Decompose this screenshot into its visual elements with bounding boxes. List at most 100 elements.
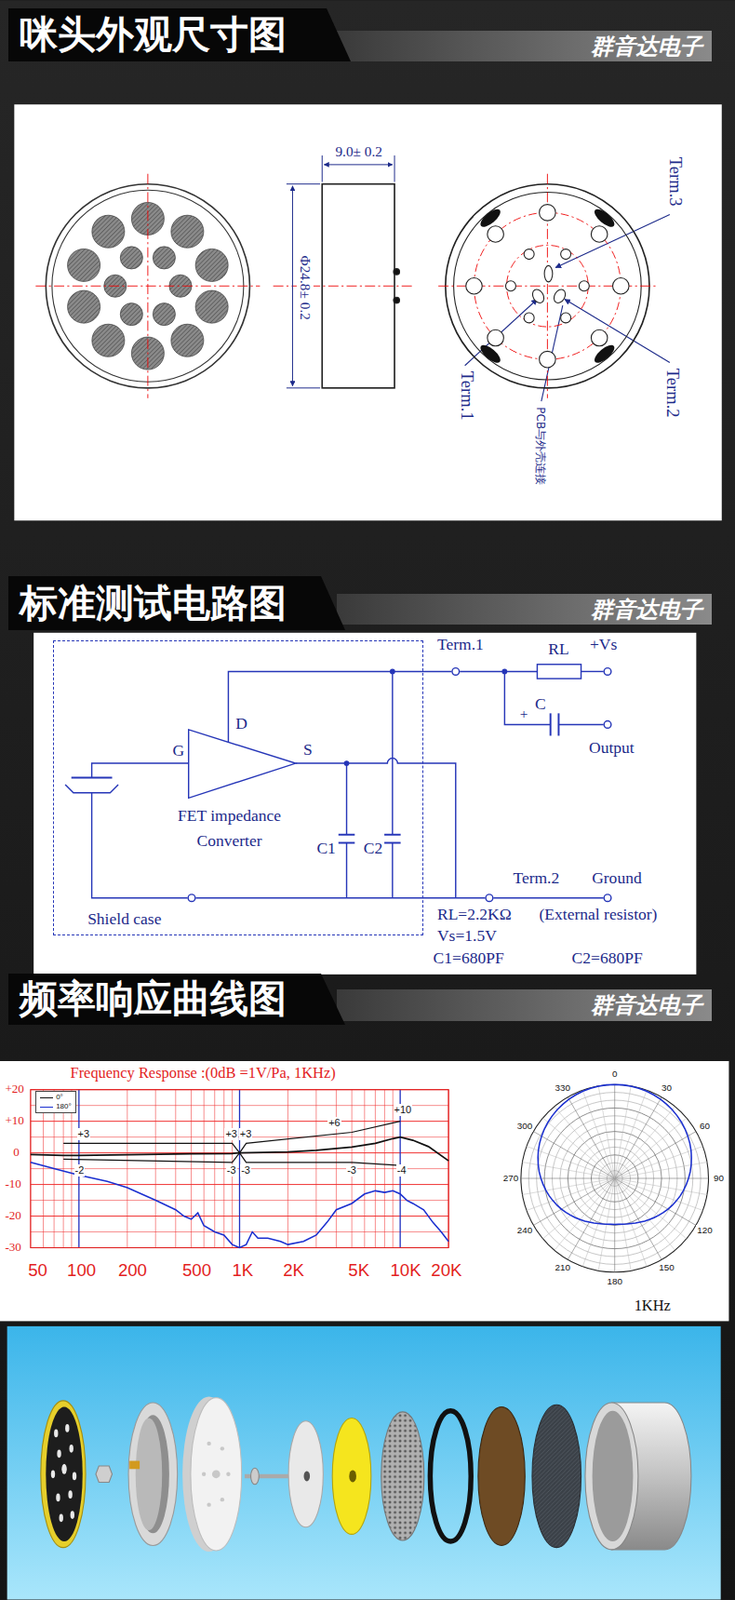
circuit-wires-part — [92, 762, 189, 777]
circuit-label: Ground — [590, 868, 643, 888]
sound-hole — [195, 248, 228, 281]
hole — [590, 329, 608, 347]
circuit-label: Output — [588, 737, 636, 758]
circuit-wires-part — [504, 670, 550, 724]
exploded-parts-part-part — [70, 1510, 75, 1519]
angle-label: 270 — [502, 1172, 520, 1184]
circuit-label: Term.2 — [511, 868, 561, 888]
exploded-parts-part — [585, 1402, 639, 1550]
circuit-wires-part — [391, 842, 393, 898]
exploded-parts-part-part — [65, 1423, 69, 1432]
axis-tick: -30 — [3, 1239, 23, 1255]
center-line — [147, 173, 148, 399]
chart-title: Frequency Response :(0dB =1V/Pa, 1KHz) — [69, 1063, 337, 1083]
tolerance-value: +10 — [393, 1103, 414, 1116]
exploded-parts-part-part — [59, 1512, 64, 1522]
panel — [7, 1325, 722, 1600]
angle-label: 150 — [657, 1261, 675, 1273]
angle-label: 0 — [611, 1068, 618, 1080]
dimension-lines — [286, 155, 395, 388]
tolerance-value: -3 — [226, 1163, 238, 1176]
grid-line — [363, 1089, 365, 1248]
section-title: 频率响应曲线图 — [19, 973, 287, 1025]
leader-lines-part — [465, 299, 538, 366]
side-view-part — [393, 296, 401, 304]
terminal-pad — [530, 287, 547, 306]
dimension-lines-part — [286, 183, 321, 185]
legend-line — [40, 1096, 54, 1098]
exploded-parts-part — [478, 1405, 525, 1545]
circuit-label: G — [171, 740, 186, 761]
dimension-text: 9.0± 0.2 — [334, 143, 384, 161]
exploded-parts-part — [40, 1400, 86, 1548]
sound-hole — [67, 290, 101, 323]
exploded-parts-part — [592, 1410, 634, 1541]
legend-row: 0° — [40, 1092, 72, 1102]
terminal-label: Term.3 — [664, 156, 685, 208]
axis-tick: 2K — [281, 1259, 306, 1281]
exploded-parts-part-part — [206, 1501, 211, 1506]
brand-tag: 群音达电子 — [336, 593, 712, 625]
polar-spoke — [598, 1085, 615, 1178]
angle-label: 120 — [695, 1224, 713, 1236]
circuit-label: RL=2.2KΩ — [436, 904, 513, 924]
response-curve — [30, 1136, 449, 1162]
circuit-label: C2=680PF — [571, 948, 644, 968]
polar-spoke — [526, 1177, 615, 1210]
grid-line — [335, 1089, 337, 1248]
exploded-parts-part — [251, 1467, 260, 1484]
tolerance-value: +3 — [224, 1127, 238, 1140]
exploded-parts-part-part — [56, 1448, 61, 1457]
circuit-label: D — [234, 713, 249, 734]
box-label: Shield case — [87, 908, 161, 929]
polar-spoke — [614, 1177, 696, 1225]
circuit-wires-part — [391, 670, 393, 834]
circuit-label: + — [519, 705, 530, 722]
shield-case-box: Shield case — [53, 640, 424, 936]
circuit-wires-part — [346, 762, 348, 835]
sound-hole — [120, 303, 143, 326]
angle-label: 180 — [605, 1275, 623, 1287]
axis-tick: 5K — [347, 1259, 371, 1281]
axis-tick: +10 — [3, 1112, 26, 1128]
exploded-parts-part-part — [67, 1489, 72, 1498]
section-header: 标准测试电路图 — [8, 575, 346, 630]
exploded-parts-part — [95, 1465, 113, 1483]
circuit-wires-part — [338, 833, 356, 836]
side-view-part — [393, 268, 401, 276]
exploded-parts-part — [135, 1416, 162, 1530]
circuit-wires-part — [188, 729, 296, 798]
exploded-parts-part — [332, 1416, 372, 1534]
circuit-label: Vs=1.5V — [436, 925, 498, 946]
angle-label: 300 — [516, 1120, 534, 1132]
circuit-wires-part — [502, 668, 507, 673]
circuit-wires-part — [493, 896, 603, 898]
polar-spoke — [614, 1117, 687, 1178]
circuit-wires-part — [295, 758, 456, 898]
response-grid — [30, 1089, 449, 1248]
circuit-wires-part — [346, 842, 348, 898]
center-line — [273, 285, 413, 287]
terminal-pad — [544, 265, 553, 282]
hole — [487, 226, 505, 243]
circuit-wires-part — [384, 833, 401, 836]
exploded-parts-part-part — [220, 1496, 225, 1501]
hole — [561, 249, 572, 260]
legend-box: 0°180° — [35, 1090, 77, 1113]
brand-name: 群音达电子 — [590, 594, 703, 625]
exploded-parts-part-part — [72, 1471, 77, 1481]
polar-plot — [521, 1083, 709, 1272]
section-title: 咪头外观尺寸图 — [19, 9, 287, 61]
axis-tick: 500 — [181, 1259, 213, 1281]
sound-hole — [152, 303, 175, 326]
circuit-wires — [65, 664, 612, 902]
hole — [539, 350, 557, 368]
exploded-parts-part — [348, 1469, 357, 1482]
circuit-wires-part — [187, 894, 196, 902]
polar-spoke — [582, 1089, 615, 1178]
angle-label: 60 — [698, 1120, 711, 1132]
exploded-parts-part — [304, 1470, 311, 1481]
grid-line — [155, 1089, 157, 1248]
exploded-parts-part — [201, 1441, 231, 1507]
